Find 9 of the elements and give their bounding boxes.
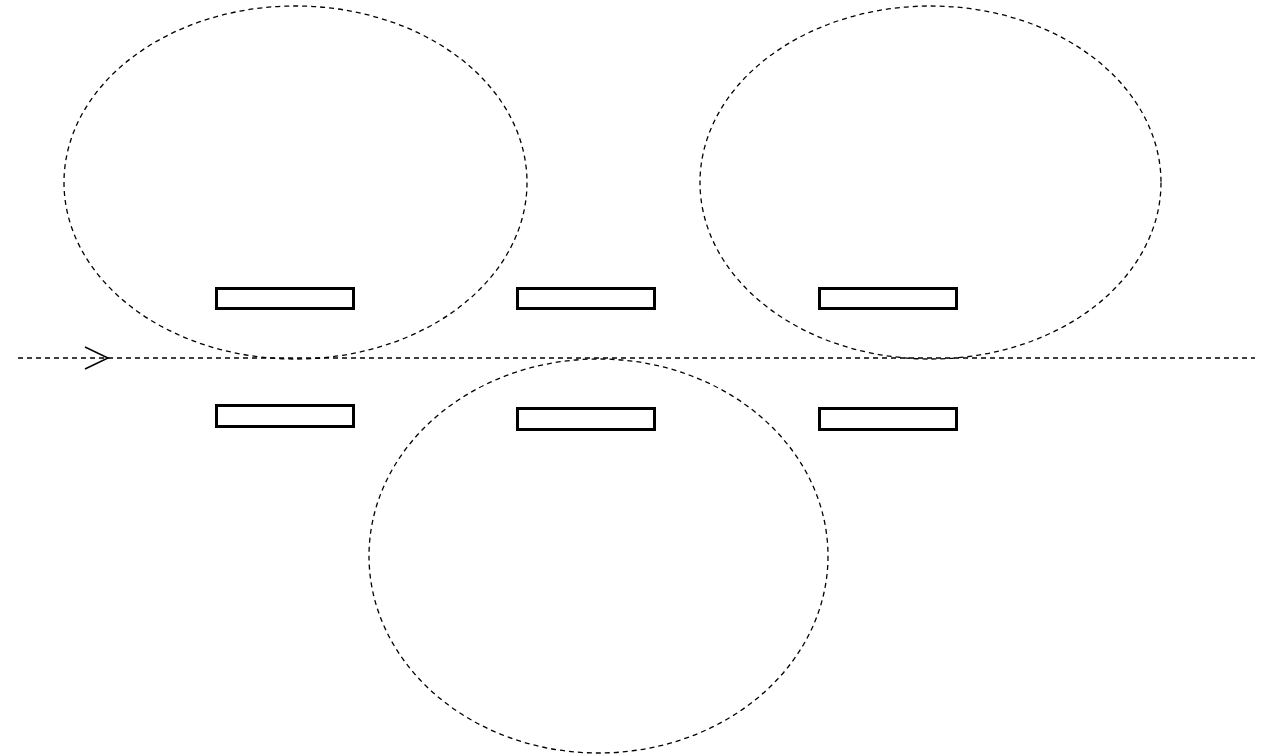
- rectangle-bar: [818, 407, 958, 431]
- rectangle-bar: [818, 287, 958, 310]
- dashed-ellipse: [699, 5, 1162, 360]
- rectangle-bar: [215, 287, 355, 310]
- dashed-ellipse: [63, 5, 528, 360]
- rectangle-bar: [516, 407, 656, 431]
- rectangle-bar: [516, 287, 656, 310]
- rectangle-bar: [215, 404, 355, 428]
- dashed-ellipse: [368, 358, 829, 754]
